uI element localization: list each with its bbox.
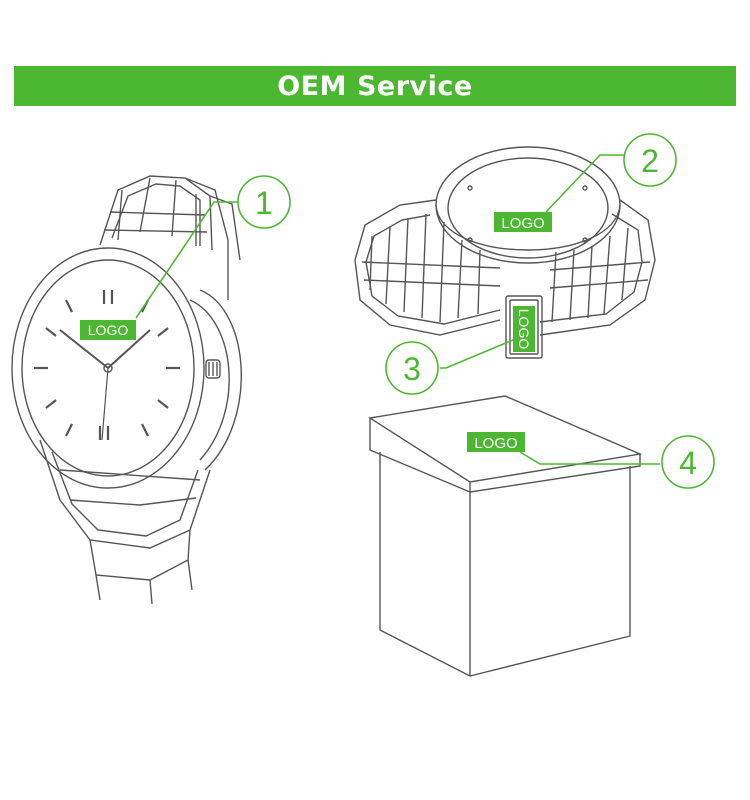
caseback-logo-badge: LOGO [494,212,552,232]
marker-3: 3 [385,341,439,395]
gift-box-sketch [368,395,643,678]
header-banner: OEM Service [14,66,736,106]
logo-label-clasp: LOGO [516,309,532,350]
clasp-logo-badge: LOGO [513,306,535,352]
box-logo-badge: LOGO [467,432,525,452]
logo-label-caseback: LOGO [501,215,544,232]
banner-title: OEM Service [277,70,473,102]
logo-label-dial: LOGO [88,322,129,338]
marker-1: 1 [237,175,291,229]
marker-2: 2 [623,133,677,187]
svg-text:2: 2 [641,143,659,179]
svg-text:1: 1 [255,185,273,221]
watch-back-sketch [354,146,656,359]
marker-4: 4 [661,435,715,489]
logo-label-box: LOGO [474,435,517,452]
svg-text:3: 3 [403,351,421,387]
dial-logo-badge: LOGO [80,320,136,340]
watch-front-sketch [11,175,242,605]
svg-text:4: 4 [679,445,697,481]
